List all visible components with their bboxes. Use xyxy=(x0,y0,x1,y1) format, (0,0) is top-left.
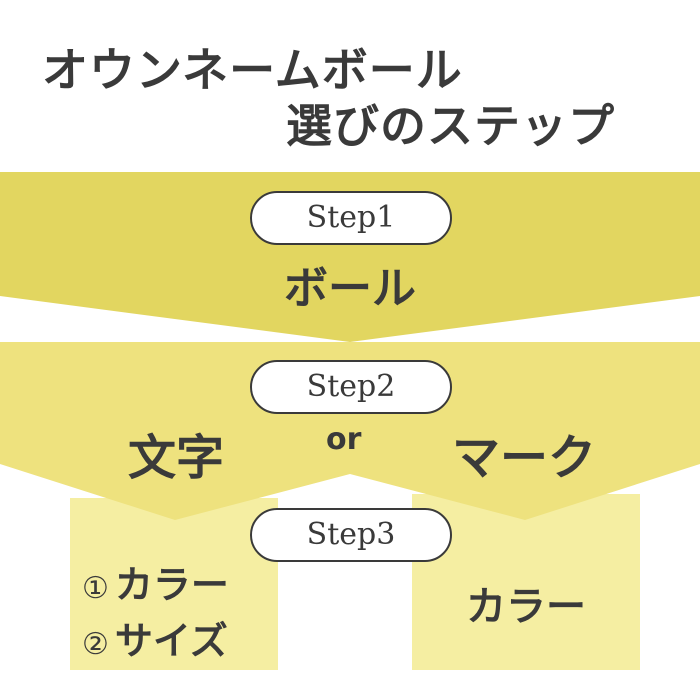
item-number: ② xyxy=(82,627,109,662)
step3-pill: Step3 xyxy=(250,508,452,562)
item-label: カラー xyxy=(114,563,229,607)
page-title-line-2: 選びのステップ xyxy=(286,99,615,153)
step3-right-panel xyxy=(412,494,640,670)
step2-or-connector: or xyxy=(326,422,362,457)
step3-left-panel xyxy=(70,498,278,670)
step1-label: ボール xyxy=(284,263,416,314)
step1-band xyxy=(0,172,700,342)
step3-right-label: カラー xyxy=(466,584,586,630)
step2-pill: Step2 xyxy=(250,360,452,414)
page-title-line-1: オウンネームボール xyxy=(42,43,463,97)
item-number: ① xyxy=(82,571,109,606)
step2-left-label: 文字 xyxy=(128,430,225,486)
step1-pill: Step1 xyxy=(250,191,452,245)
step2-band xyxy=(0,342,700,520)
step2-right-label: マーク xyxy=(452,430,597,486)
item-label: サイズ xyxy=(114,619,228,663)
